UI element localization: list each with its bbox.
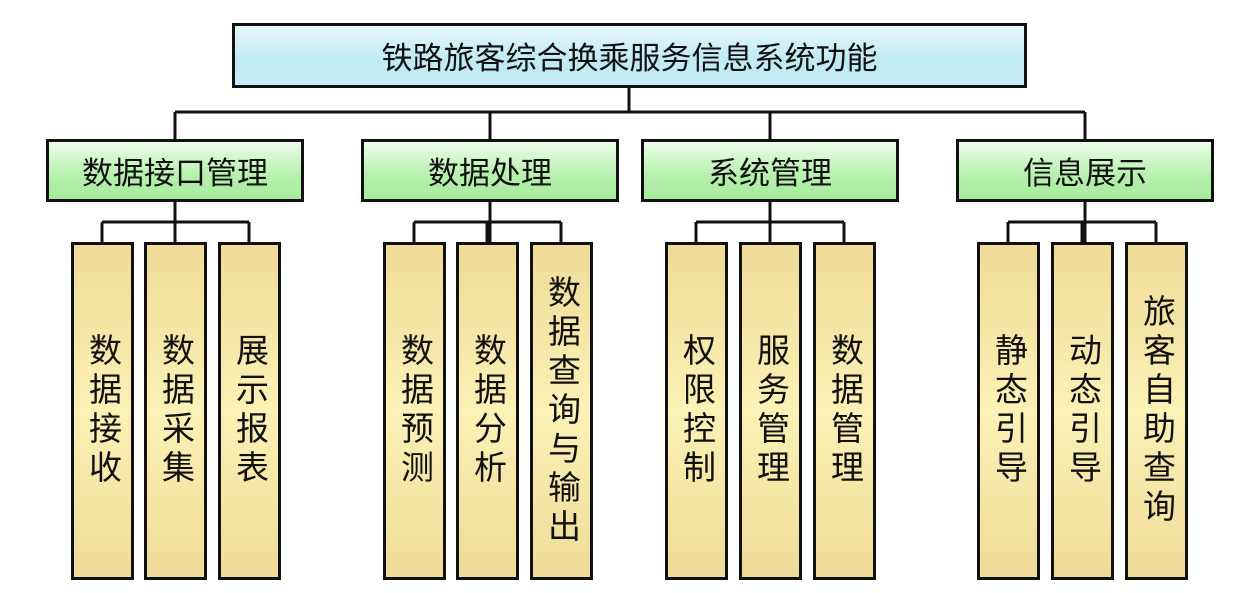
function-label: 权限控制 [677, 333, 717, 489]
function-node: 展示报表 [218, 242, 281, 580]
function-label: 数据预测 [395, 333, 435, 489]
function-label: 数据管理 [825, 333, 865, 489]
category-node: 信息展示 [956, 139, 1214, 202]
function-node: 动态引导 [1051, 242, 1114, 580]
function-label: 静态引导 [989, 333, 1029, 489]
function-label: 动态引导 [1063, 333, 1103, 489]
category-label: 数据处理 [428, 156, 552, 192]
function-node: 静态引导 [977, 242, 1040, 580]
function-node: 权限控制 [665, 242, 728, 580]
function-label: 数据接收 [83, 333, 123, 489]
category-node: 系统管理 [641, 139, 899, 202]
function-label: 服务管理 [751, 333, 791, 489]
function-node: 数据分析 [456, 242, 519, 580]
function-label: 数据分析 [468, 333, 508, 489]
function-node: 数据查询与输出 [530, 242, 593, 580]
function-node: 服务管理 [739, 242, 802, 580]
function-node: 数据预测 [383, 242, 446, 580]
category-label: 系统管理 [708, 156, 832, 192]
function-label: 数据查询与输出 [542, 274, 582, 548]
function-node: 数据接收 [71, 242, 134, 580]
category-label: 数据接口管理 [82, 156, 268, 192]
root-node: 铁路旅客综合换乘服务信息系统功能 [232, 23, 1027, 88]
function-node: 旅客自助查询 [1125, 242, 1188, 580]
function-label: 展示报表 [230, 333, 270, 489]
function-node: 数据采集 [144, 242, 207, 580]
category-label: 信息展示 [1023, 156, 1147, 192]
function-label: 旅客自助查询 [1137, 294, 1177, 528]
root-title: 铁路旅客综合换乘服务信息系统功能 [381, 41, 878, 77]
function-node: 数据管理 [813, 242, 876, 580]
category-node: 数据接口管理 [46, 139, 304, 202]
category-node: 数据处理 [361, 139, 619, 202]
function-label: 数据采集 [156, 333, 196, 489]
